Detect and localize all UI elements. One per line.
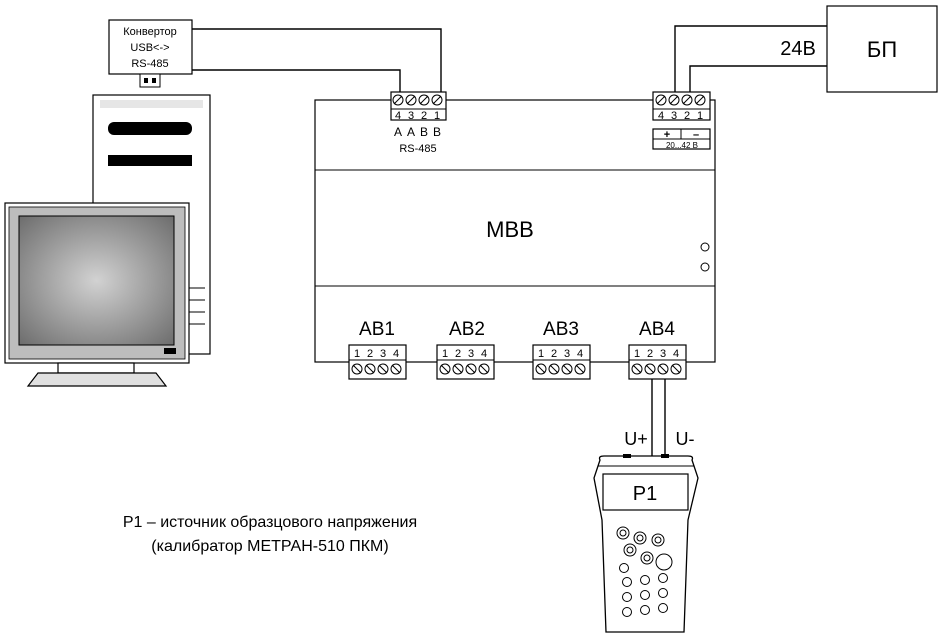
module-label: МВВ bbox=[486, 217, 534, 242]
input-pin-number: 1 bbox=[538, 348, 544, 360]
input-label: АВ1 bbox=[359, 319, 395, 340]
power-supply-voltage: 24В bbox=[780, 38, 816, 60]
rs485-label: RS-485 bbox=[399, 143, 436, 155]
input-av2: АВ2 1 2 3 4 bbox=[436, 319, 495, 380]
rs485-pin-label: B bbox=[420, 125, 428, 139]
legend: Р1 – источник образцового напряжения (ка… bbox=[123, 514, 417, 555]
power-pin-number: 3 bbox=[671, 110, 677, 122]
calibrator-p1: P1 bbox=[593, 454, 699, 633]
input-pin-number: 3 bbox=[564, 348, 570, 360]
power-voltage-range: 20...42 В bbox=[666, 141, 698, 150]
input-pin-number: 2 bbox=[455, 348, 461, 360]
input-pin-number: 3 bbox=[468, 348, 474, 360]
rs485-pin-label: A bbox=[407, 125, 415, 139]
indicator-led-1 bbox=[700, 242, 710, 252]
power-supply: БП 24В bbox=[780, 5, 938, 93]
converter-label-line1: Конвертор bbox=[123, 26, 176, 38]
input-av1: АВ1 1 2 3 4 bbox=[348, 319, 407, 380]
rs485-pin-number: 2 bbox=[421, 110, 427, 122]
indicator-led-2 bbox=[700, 262, 710, 272]
wire-label-u-minus: U- bbox=[676, 429, 695, 449]
terminal-block-rs485: 4 3 2 1 A A B B RS-485 bbox=[390, 91, 447, 155]
calibrator-label: P1 bbox=[633, 483, 657, 505]
input-pin-number: 4 bbox=[481, 348, 487, 360]
wire-label-u-plus: U+ bbox=[624, 429, 648, 449]
module-mvv: МВВ bbox=[314, 99, 716, 363]
input-label: АВ3 bbox=[543, 319, 579, 340]
rs485-wires bbox=[192, 28, 442, 92]
legend-line-1: Р1 – источник образцового напряжения bbox=[123, 514, 417, 531]
power-supply-label: БП bbox=[867, 37, 897, 62]
input-pin-number: 3 bbox=[660, 348, 666, 360]
converter-label-line2: USB<-> bbox=[130, 42, 169, 54]
input-pin-number: 1 bbox=[634, 348, 640, 360]
converter-label-line3: RS-485 bbox=[131, 58, 168, 70]
rs485-pin-number: 1 bbox=[434, 110, 440, 122]
terminal-screws bbox=[392, 94, 443, 106]
power-minus-label: – bbox=[693, 129, 699, 141]
calibrator-keypad bbox=[616, 526, 673, 617]
input-av3: АВ3 1 2 3 4 bbox=[532, 319, 591, 380]
power-pin-number: 1 bbox=[697, 110, 703, 122]
terminal-block-power: 4 3 2 1 + – 20...42 В bbox=[652, 91, 711, 150]
input-label: АВ2 bbox=[449, 319, 485, 340]
input-pin-number: 1 bbox=[354, 348, 360, 360]
computer bbox=[4, 94, 211, 387]
pc-monitor bbox=[4, 202, 190, 387]
input-pin-number: 1 bbox=[442, 348, 448, 360]
calibrator-wires: U+ U- bbox=[624, 379, 695, 456]
input-av4: АВ4 1 2 3 4 bbox=[628, 319, 687, 380]
input-pin-number: 3 bbox=[380, 348, 386, 360]
rs485-pin-number: 3 bbox=[408, 110, 414, 122]
rs485-pin-number: 4 bbox=[395, 110, 401, 122]
rs485-pin-label: B bbox=[433, 125, 441, 139]
input-pin-number: 2 bbox=[367, 348, 373, 360]
rs485-pin-label: A bbox=[394, 125, 402, 139]
terminal-screws bbox=[655, 94, 706, 106]
usb-rs485-converter: Конвертор USB<-> RS-485 bbox=[108, 19, 193, 88]
input-label: АВ4 bbox=[639, 319, 675, 340]
legend-line-2: (калибратор МЕТРАН-510 ПКМ) bbox=[151, 538, 388, 555]
input-pin-number: 2 bbox=[551, 348, 557, 360]
input-pin-number: 4 bbox=[577, 348, 583, 360]
input-pin-number: 2 bbox=[647, 348, 653, 360]
input-pin-number: 4 bbox=[393, 348, 399, 360]
input-pin-number: 4 bbox=[673, 348, 679, 360]
power-pin-number: 2 bbox=[684, 110, 690, 122]
power-plus-label: + bbox=[664, 129, 670, 141]
power-pin-number: 4 bbox=[658, 110, 664, 122]
power-wires bbox=[674, 25, 827, 92]
